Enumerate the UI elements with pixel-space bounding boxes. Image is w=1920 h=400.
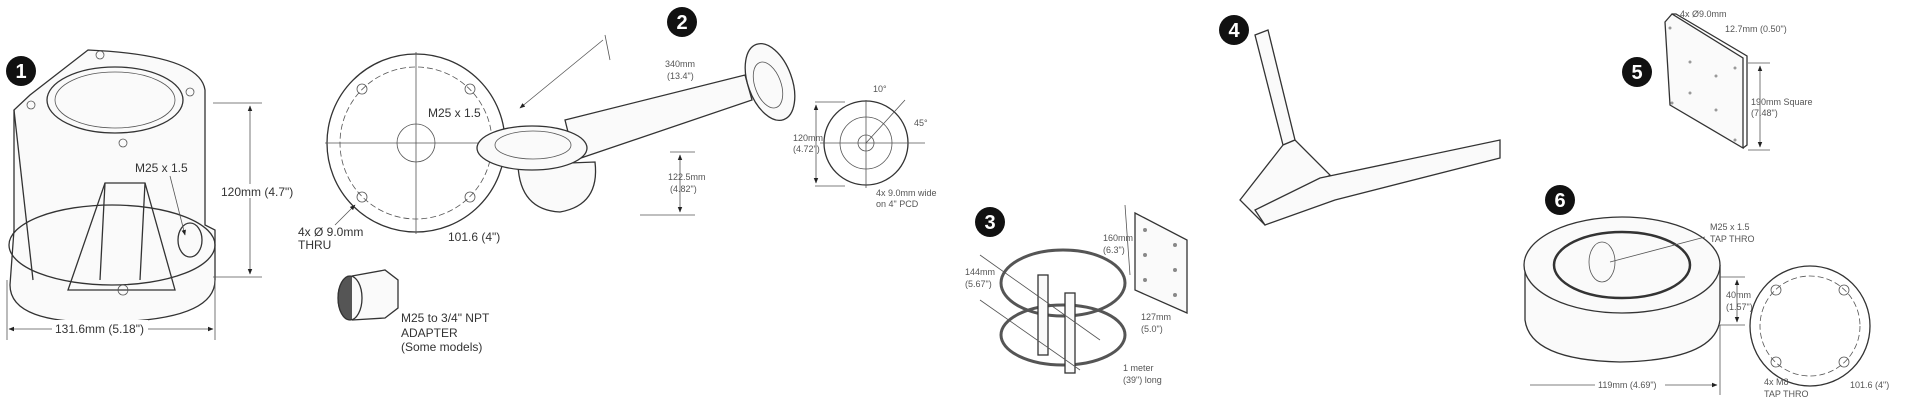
plate-size-label: 120mm: [793, 133, 823, 143]
plate-height-inch-label: (6.3"): [1103, 245, 1125, 255]
ring-holes-tap-label: TAP THRO: [1764, 389, 1809, 399]
band-label: 144mm: [965, 267, 995, 277]
ring-height-inch-label: (1.57"): [1726, 302, 1753, 312]
item-badge-3: 3: [975, 207, 1005, 237]
angle-45-label: 45°: [914, 118, 928, 128]
adapter-label-2: ADAPTER: [401, 326, 458, 340]
npt-adapter: M25 to 3/4" NPT ADAPTER (Some models): [337, 269, 490, 354]
plate-holes-label: 4x Ø9.0mm: [1680, 9, 1727, 19]
ring-height-label: 40mm: [1726, 290, 1751, 300]
item-1-wall-box: 1 M25 x 1.5 120mm (4.7") 131.6mm (5.18")…: [6, 49, 508, 354]
width-dimension: 131.6mm (5.18"): [55, 322, 144, 336]
wall-box-body: [9, 49, 216, 323]
port-thread-label: M25 x 1.5: [135, 161, 188, 175]
item-5-mounting-plate: 5 4x Ø9.0mm 12.7mm (0.50") 190mm Square …: [1622, 9, 1813, 151]
arm-length-inch-label: (13.4"): [667, 71, 694, 81]
holes-label: 4x Ø 9.0mm: [298, 225, 363, 239]
slots-label: 4x 9.0mm wide: [876, 188, 937, 198]
item-badge-2: 2: [667, 7, 697, 37]
item-badge-1: 1: [6, 56, 36, 86]
item-3-pole-mount: 3 144mm (5.67") 160mm (6.3") 127mm (5.0"…: [965, 204, 1188, 385]
wall-box-base-view: M25 x 1.5 4x Ø 9.0mm THRU 101.6 (4"): [298, 52, 508, 252]
slots-pcd-label: on 4" PCD: [876, 199, 919, 209]
plate-size-inch-label: (4.72"): [793, 144, 820, 154]
plate-width-label: 127mm: [1141, 312, 1171, 322]
item-badge-6: 6: [1545, 185, 1575, 215]
item-6-spacer-ring: 6 M25 x 1.5 TAP THRO 40mm (1.57") 119mm …: [1523, 185, 1889, 399]
item-2-wall-arm: 2 340mm (13.4") 122.5mm (4.82") 120mm (4…: [476, 7, 937, 216]
svg-text:5: 5: [1631, 62, 1642, 84]
ring-pcd-label: 101.6 (4"): [1850, 380, 1889, 390]
holes-thru-label: THRU: [298, 238, 331, 252]
thread-tap-label: TAP THRO: [1710, 234, 1755, 244]
ring-width-label: 119mm (4.69"): [1598, 380, 1657, 390]
plate-height-label: 160mm: [1103, 233, 1133, 243]
adapter-label-1: M25 to 3/4" NPT: [401, 311, 490, 325]
svg-text:1: 1: [15, 61, 26, 83]
arm-length-label: 340mm: [665, 59, 695, 69]
item-badge-4: 4: [1219, 15, 1249, 45]
plate-size-label: 190mm Square: [1751, 97, 1813, 107]
plate-thickness-label: 12.7mm (0.50"): [1725, 24, 1787, 34]
item-badge-5: 5: [1622, 57, 1652, 87]
ring-holes-label: 4x M8: [1764, 377, 1789, 387]
adapter-label-3: (Some models): [401, 340, 482, 354]
svg-text:6: 6: [1554, 190, 1565, 212]
band-inch-label: (5.67"): [965, 279, 992, 289]
height-dimension: 120mm (4.7"): [221, 185, 293, 199]
pcd-label: 101.6 (4"): [448, 230, 500, 244]
svg-text:4: 4: [1228, 20, 1240, 42]
thread-label: M25 x 1.5: [1710, 222, 1750, 232]
center-thread-label: M25 x 1.5: [428, 106, 481, 120]
strap-length-label: 1 meter: [1123, 363, 1154, 373]
item-4-corner-bracket: 4: [1219, 15, 1501, 226]
plate-width-inch-label: (5.0"): [1141, 324, 1163, 334]
svg-text:2: 2: [676, 12, 687, 34]
svg-text:3: 3: [984, 212, 995, 234]
strap-length-inch-label: (39") long: [1123, 375, 1162, 385]
plate-size-inch-label: (7.48"): [1751, 108, 1778, 118]
angle-10-label: 10°: [873, 84, 887, 94]
ring-base-view: 4x M8 TAP THRO 101.6 (4"): [1749, 265, 1889, 399]
arm-plate-view: 120mm (4.72") 10° 45° 4x 9.0mm wide on 4…: [793, 84, 937, 209]
drop-label: 122.5mm: [668, 172, 706, 182]
drop-inch-label: (4.82"): [670, 184, 697, 194]
